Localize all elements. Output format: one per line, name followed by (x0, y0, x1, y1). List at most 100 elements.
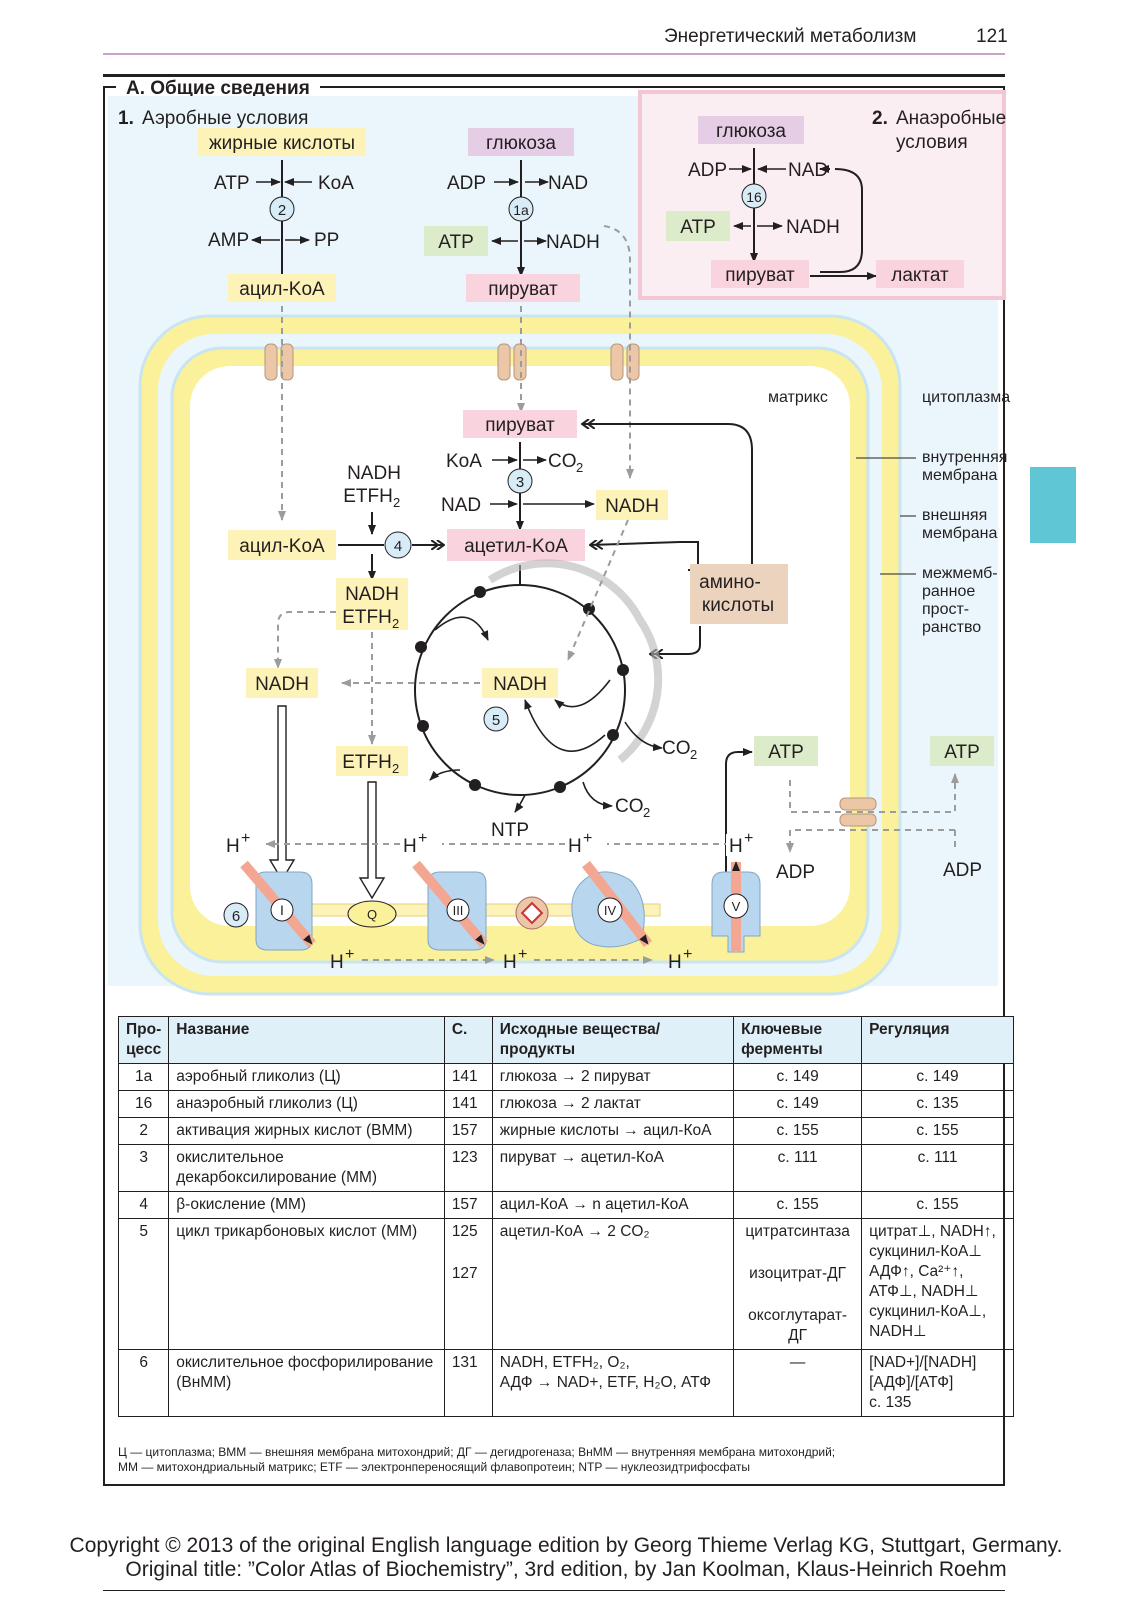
coa-label: KoA (318, 173, 354, 194)
col-header-process: Про-цесс (117, 1016, 170, 1064)
step-16-circle (741, 183, 767, 209)
col-header-page: С. (443, 1016, 493, 1064)
running-title: Энергетический метаболизм (664, 26, 917, 47)
h-plus-label-5: H (330, 952, 344, 973)
cell-enzymes: с. 149 (733, 1063, 863, 1091)
h-plus-sup-1: + (241, 830, 250, 847)
col-header-name: Название (168, 1016, 445, 1064)
aerobic-number: 1. (118, 108, 134, 129)
atp-label-aerobic: ATP (438, 232, 474, 253)
section-frame (103, 86, 1005, 1486)
atp-label-anaerobic: ATP (680, 217, 716, 238)
cell-name: цикл трикарбоновых кислот (ММ) (168, 1218, 445, 1350)
enzyme: изоцитрат-ДГ (749, 1265, 847, 1282)
cell-enzymes: цитратсинтаза изоцитрат-ДГ оксоглутарат-… (733, 1218, 863, 1350)
cell-process: 16 (117, 1090, 170, 1118)
complex-I: I (240, 860, 316, 951)
cell-enzymes: с. 149 (733, 1090, 863, 1118)
cell-regulation: с. 149 (861, 1063, 1014, 1091)
cell-substrates: глюкоза → 2 пируват (491, 1063, 735, 1091)
nadh-box-left (246, 668, 318, 698)
outer-membrane-label-1: внешняя (922, 507, 987, 524)
table-row: 1a аэробный гликолиз (Ц) 141 глюкоза → 2… (117, 1063, 1014, 1091)
step-6-label: 6 (232, 908, 240, 925)
table-row: 6 окислительное фосфорилирование (ВнММ) … (117, 1349, 1014, 1417)
aerobic-title: Аэробные условия (142, 108, 308, 129)
h-plus-sup-5: + (345, 946, 354, 963)
etfh2-subscript-beta-in: 2 (393, 495, 400, 510)
cell-name: анаэробный гликолиз (Ц) (168, 1090, 445, 1118)
cell-page: 123 (443, 1144, 493, 1192)
adp-atp-translocase (839, 797, 877, 827)
table-header-row: Про-цесс Название С. Исходные вещества/ … (117, 1016, 1014, 1064)
step-2-label: 2 (278, 202, 286, 219)
complex-III-label: III (453, 903, 464, 918)
etfh2-subscript: 2 (392, 761, 399, 776)
complex-IV: IV (571, 860, 652, 948)
page-ref: 125 (451, 1223, 478, 1240)
atp-box-aerobic (424, 226, 488, 256)
acyl-coa-label-cytoplasm: ацил-KoA (239, 279, 325, 300)
cell-page: 141 (443, 1090, 493, 1118)
copyright-line-2: Original title: ”Color Atlas of Biochemi… (125, 1558, 1007, 1581)
table-row: 3 окислительное декарбоксилирование (ММ)… (117, 1144, 1014, 1192)
ubiquinone: Q (347, 900, 397, 928)
nadh-box-pdh (596, 490, 668, 520)
regulation-item: цитрат⊥, NADH↑, сукцинил-КоА⊥ (869, 1223, 996, 1260)
co2-subscript-matrix: 2 (576, 460, 583, 475)
h-plus-label-6: H (503, 952, 517, 973)
nadh-box-tca (482, 668, 558, 698)
regulation-item: АДФ↑, Ca²⁺↑, АТФ⊥, NADH⊥ (869, 1263, 979, 1300)
h-plus-label-2: H (403, 836, 417, 857)
col-header-substrates: Исходные вещества/ продукты (491, 1016, 735, 1064)
step-1a-label: 1a (513, 202, 529, 218)
co2-subscript-tca-1: 2 (690, 747, 697, 762)
h-plus-sup-3: + (583, 830, 592, 847)
cell-regulation: цитрат⊥, NADH↑, сукцинил-КоА⊥ АДФ↑, Ca²⁺… (861, 1218, 1014, 1350)
acetyl-coa-label: ацетил-KoA (464, 536, 568, 557)
inner-membrane-label-2: мембрана (922, 467, 998, 484)
atp-box-cytoplasm (930, 736, 994, 766)
cell-substrates: жирные кислоты → ацил-КоА (491, 1117, 735, 1145)
cell-regulation: с. 155 (861, 1117, 1014, 1145)
cell-process: 3 (117, 1144, 170, 1192)
section-top-rule (103, 74, 1005, 77)
pp-label: PP (314, 230, 339, 251)
substrate-line: АДФ → NAD+, ETF, H₂O, АТФ (499, 1374, 711, 1391)
cell-substrates: пируват → ацетил-КоА (491, 1144, 735, 1192)
table-row: 2 активация жирных кислот (ВММ) 157 жирн… (117, 1117, 1014, 1145)
coa-label-matrix: KoA (446, 451, 482, 472)
lactate-box (876, 260, 964, 288)
copyright-line-1: Copyright © 2013 of the original English… (69, 1534, 1063, 1557)
cell-name: активация жирных кислот (ВММ) (168, 1117, 445, 1145)
cell-name: окислительное фосфорилирование (ВнММ) (168, 1349, 445, 1417)
cell-process: 4 (117, 1191, 170, 1219)
anaerobic-number: 2. (872, 108, 888, 129)
anaerobic-title-line1: Анаэробные (896, 108, 1006, 129)
step-4-label: 4 (394, 538, 402, 555)
enzyme: оксоглутарат-ДГ (748, 1307, 848, 1344)
step-4-circle (384, 531, 412, 559)
pyruvate-box-anaerobic (711, 260, 809, 288)
amino-acids-label-2: кислоты (702, 595, 774, 616)
intermembrane-label-2: ранное (922, 583, 975, 600)
adp-label-aerobic: ADP (447, 173, 486, 194)
etfh2-box (336, 746, 408, 776)
step-5-label: 5 (492, 712, 500, 729)
outer-membrane-label-2: мембрана (922, 525, 998, 542)
abbreviation-legend: Ц — цитоплазма; ВММ — внешняя мембрана м… (118, 1445, 1008, 1475)
h-plus-sup-2: + (418, 830, 427, 847)
cell-regulation: с. 135 (861, 1090, 1014, 1118)
fatty-acids-label: жирные кислоты (209, 133, 355, 154)
cell-page: 125 127 (443, 1218, 493, 1350)
lactate-label: лактат (891, 265, 949, 286)
page-number: 121 (976, 26, 1008, 47)
glucose-label-anaerobic: глюкоза (716, 121, 786, 142)
intermembrane-label-1: межмемб- (922, 565, 998, 582)
co2-label-tca-2: CO (615, 796, 644, 817)
matrix-label: матрикс (768, 389, 828, 406)
cell-substrates: NADH, ETFH₂, O₂, АДФ → NAD+, ETF, H₂O, А… (491, 1349, 735, 1417)
adp-label-cytoplasm: ADP (943, 860, 982, 881)
h-plus-sup-7: + (683, 946, 692, 963)
regulation-item: [АДФ]/[АТФ] (869, 1374, 954, 1391)
